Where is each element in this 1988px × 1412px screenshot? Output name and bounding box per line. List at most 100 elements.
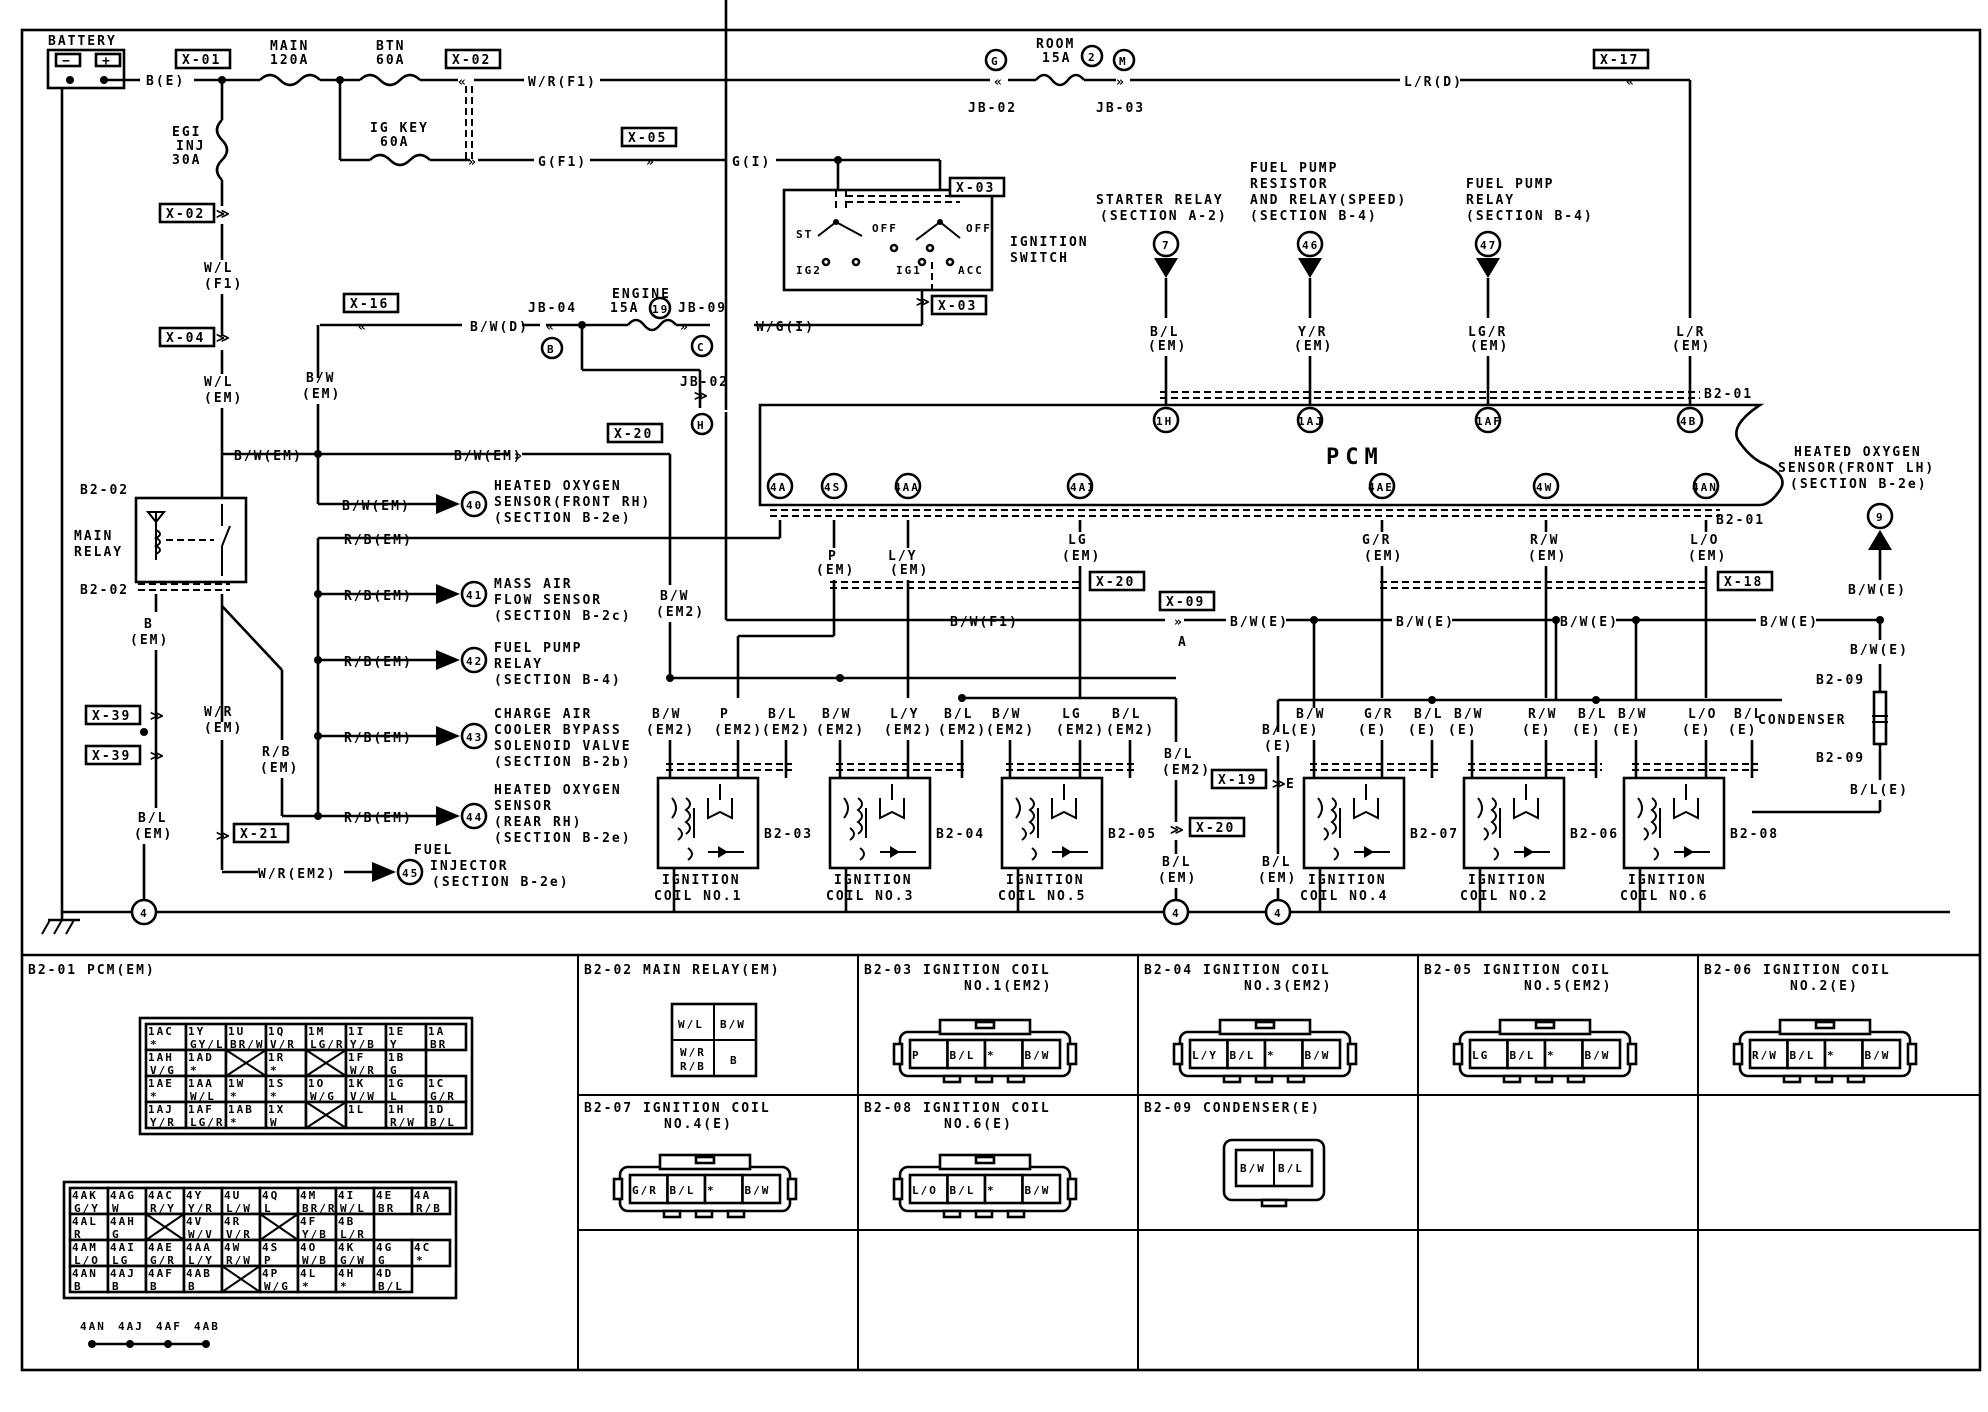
svg-text:JB-03: JB-03 [1096, 101, 1145, 116]
pin-color: * [340, 1280, 349, 1293]
svg-text:B: B [547, 343, 556, 356]
svg-text:MASS AIR: MASS AIR [494, 577, 573, 592]
svg-text:INJECTOR: INJECTOR [430, 859, 509, 874]
pin-color: W/L [340, 1202, 366, 1215]
pin-id: 4K [338, 1241, 355, 1254]
pin-color: G/W [340, 1254, 366, 1267]
pin-color: W/L [190, 1090, 216, 1103]
svg-text:«: « [994, 75, 1004, 90]
b206-title: B2-06 IGNITION COIL [1704, 963, 1891, 978]
svg-text:(E): (E) [1264, 739, 1293, 754]
svg-text:B/L: B/L [1164, 747, 1193, 762]
pin-id: 1U [228, 1025, 245, 1038]
pin-id: 1W [228, 1077, 245, 1090]
pin-label: B/W [1865, 1049, 1891, 1062]
svg-text:JB-02: JB-02 [680, 375, 729, 390]
svg-text:(EM): (EM) [1528, 549, 1567, 564]
pin-id: 1M [308, 1025, 325, 1038]
pin-id: 1AH [148, 1051, 174, 1064]
svg-text:B/W(D): B/W(D) [470, 320, 529, 335]
pin-label: G/R [632, 1184, 658, 1197]
connector-x03-bottom: X-03 [930, 294, 988, 316]
svg-text:G(I): G(I) [732, 155, 771, 170]
coil-wire-label: (EM2) [762, 723, 811, 738]
svg-text:(REAR RH): (REAR RH) [494, 815, 582, 830]
pin-label: * [1827, 1049, 1836, 1062]
svg-text:X-09: X-09 [1166, 595, 1205, 610]
pin-id: 4B [338, 1215, 355, 1228]
svg-text:NO.2(E): NO.2(E) [1790, 979, 1859, 994]
main-relay-label: MAIN [74, 529, 113, 544]
coil-wire-label: G/R [1364, 707, 1393, 722]
pin-id: 4O [300, 1241, 317, 1254]
coil-name: COIL NO.6 [1620, 889, 1708, 904]
svg-text:(EM): (EM) [1672, 339, 1711, 354]
coil-wire-label: B/L [768, 707, 797, 722]
coil-name: COIL NO.2 [1460, 889, 1548, 904]
pin-id: 4V [186, 1215, 203, 1228]
coil-connector-label: B2-08 [1730, 827, 1779, 842]
svg-text:(EM): (EM) [1148, 339, 1187, 354]
coil-connector-label: B2-03 [764, 827, 813, 842]
svg-text:(SECTION B-2b): (SECTION B-2b) [494, 755, 632, 770]
b201-connector-1: 1AC*1YGY/L1UBR/W1QV/R1MLG/R1IY/B1EY1ABR1… [138, 1016, 474, 1136]
b209-title: B2-09 CONDENSER(E) [1144, 1101, 1321, 1116]
svg-text:(SECTION B-2e): (SECTION B-2e) [494, 831, 632, 846]
pin-id: 1X [268, 1103, 285, 1116]
pin-color: BR/W [230, 1038, 265, 1051]
pin-id: 4H [338, 1267, 355, 1280]
svg-text:40: 40 [466, 499, 483, 512]
pin-color: B/L [378, 1280, 404, 1293]
svg-text:B/W(EM): B/W(EM) [342, 499, 411, 514]
pin-color: R/W [226, 1254, 252, 1267]
coil-name: IGNITION [834, 873, 913, 888]
pin-color: * [190, 1064, 199, 1077]
pin-color: V/W [350, 1090, 376, 1103]
ref-42: R/B(EM) 42 FUEL PUMP RELAY (SECTION B-4) [314, 641, 620, 688]
pin-id: 1B [388, 1051, 405, 1064]
pin-id: 4I [338, 1189, 355, 1202]
svg-text:4AA: 4AA [894, 481, 920, 494]
svg-text:(EM): (EM) [1470, 339, 1509, 354]
svg-text:NO.5(EM2): NO.5(EM2) [1524, 979, 1612, 994]
svg-text:ACC: ACC [958, 264, 984, 277]
svg-text:B/W(E): B/W(E) [1230, 615, 1289, 630]
coil-wire-label: (EM2) [816, 723, 865, 738]
connector-x01: X-01 [174, 48, 232, 70]
pin-id: 1H [388, 1103, 405, 1116]
coil-wire-label: LG [1062, 707, 1082, 722]
svg-text:IG1: IG1 [896, 264, 922, 277]
svg-text:HEATED OXYGEN: HEATED OXYGEN [494, 783, 622, 798]
svg-text:ROOM: ROOM [1036, 37, 1075, 52]
svg-text:OFF: OFF [872, 222, 898, 235]
svg-text:NO.4(E): NO.4(E) [664, 1117, 733, 1132]
svg-text:43: 43 [466, 731, 483, 744]
svg-text:FUEL: FUEL [414, 843, 453, 858]
pin-color: BR [430, 1038, 447, 1051]
svg-text:FUEL PUMP: FUEL PUMP [1466, 177, 1554, 192]
svg-text:SENSOR: SENSOR [494, 799, 553, 814]
battery-label: BATTERY [48, 34, 117, 49]
pin-id: 4L [300, 1267, 317, 1280]
svg-text:JB-02: JB-02 [968, 101, 1017, 116]
pin-id: 1A [428, 1025, 445, 1038]
svg-text:≫: ≫ [1272, 777, 1288, 792]
coil-wire-label: B/W [652, 707, 681, 722]
svg-text:(SECTION B-2c): (SECTION B-2c) [494, 609, 632, 624]
pin-color: W/B [302, 1254, 328, 1267]
svg-text:«: « [458, 75, 468, 90]
coil-wire-label: L/O [1688, 707, 1717, 722]
ground-symbol [41, 918, 80, 935]
ref-41: R/B(EM) 41 MASS AIR FLOW SENSOR (SECTION… [314, 577, 632, 624]
svg-text:−: − [62, 54, 72, 69]
svg-text:4W: 4W [1536, 481, 1553, 494]
pin-id: 4W [224, 1241, 241, 1254]
pin-label: B/W [1305, 1049, 1331, 1062]
svg-text:4B: 4B [1680, 415, 1697, 428]
coil-name: IGNITION [1468, 873, 1547, 888]
pin-color: * [230, 1116, 239, 1129]
svg-text:(EM): (EM) [1258, 871, 1297, 886]
pin-label: B/L [1510, 1049, 1536, 1062]
joint-label: 4AB [194, 1320, 220, 1333]
